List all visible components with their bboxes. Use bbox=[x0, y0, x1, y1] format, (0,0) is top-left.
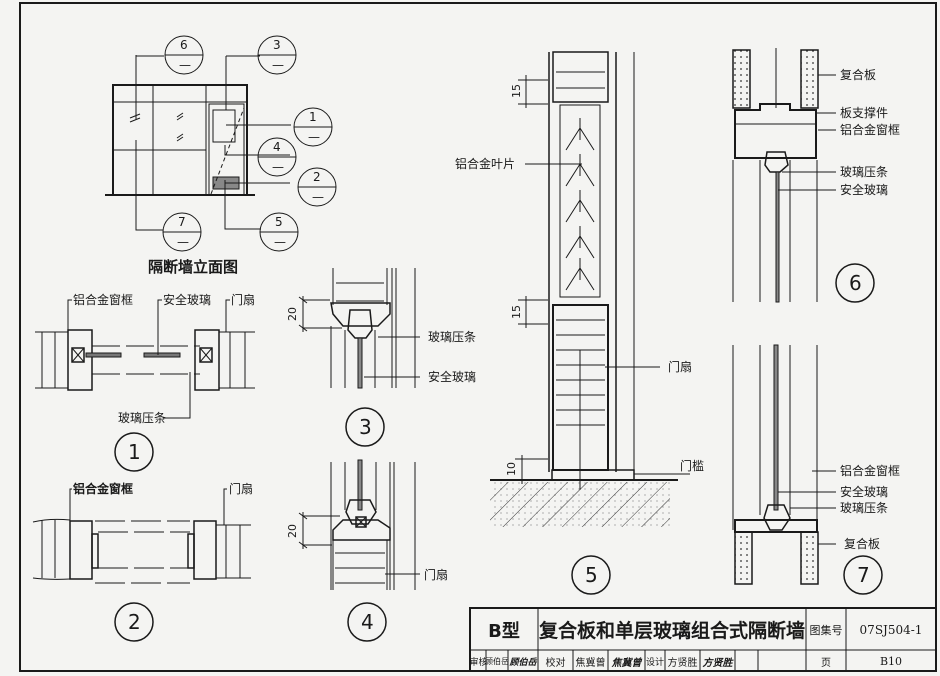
tb-title: 复合板和单层玻璃组合式隔断墙 bbox=[539, 620, 805, 642]
d5-dim-top: 15 bbox=[510, 84, 523, 98]
d5-dim-sill: 10 bbox=[505, 462, 518, 476]
d6-bead-label: 玻璃压条 bbox=[840, 165, 889, 179]
d3-bead-label: 玻璃压条 bbox=[428, 330, 477, 344]
d6-frame-label: 铝合金窗框 bbox=[840, 123, 901, 137]
d7-panel-label: 复合板 bbox=[844, 537, 881, 551]
d6-glass-label: 安全玻璃 bbox=[840, 183, 889, 197]
elevation-title: 隔断墙立面图 bbox=[148, 258, 239, 276]
callout-4-sheet: — bbox=[272, 160, 284, 174]
d6-panel-label: 复合板 bbox=[840, 68, 877, 82]
detail-1-drawing bbox=[35, 299, 255, 472]
tb-designer: 方贤胜 bbox=[667, 657, 698, 669]
tb-page-no: B10 bbox=[879, 654, 903, 668]
d6-number: 6 bbox=[849, 271, 862, 295]
detail-5-drawing bbox=[490, 51, 690, 595]
tb-atlas-no: 07SJ504-1 bbox=[859, 622, 923, 637]
d5-door-label: 门扇 bbox=[668, 360, 693, 374]
detail-4-drawing bbox=[298, 459, 420, 642]
d5-number: 5 bbox=[585, 563, 598, 587]
tb-checker: 焦冀曾 bbox=[575, 657, 606, 669]
tb-reviewer: 顾伯岳 bbox=[486, 656, 508, 666]
tb-type: B型 bbox=[488, 620, 520, 642]
sheet-border bbox=[19, 2, 937, 672]
d7-bead-label: 玻璃压条 bbox=[840, 501, 889, 515]
d1-number: 1 bbox=[128, 440, 141, 464]
d7-glass-label: 安全玻璃 bbox=[840, 485, 889, 499]
callout-7-num: 7 bbox=[178, 215, 186, 229]
d6-support-label: 板支撑件 bbox=[840, 106, 889, 120]
d2-door-label: 门扇 bbox=[229, 482, 254, 496]
callout-1-sheet: — bbox=[308, 130, 320, 144]
tb-reviewer-signature: 顾伯岳 bbox=[509, 657, 537, 668]
d5-louver-label: 铝合金叶片 bbox=[455, 157, 516, 171]
d4-door-label: 门扇 bbox=[424, 568, 449, 582]
d7-number: 7 bbox=[857, 563, 870, 587]
d2-number: 2 bbox=[128, 610, 141, 634]
tb-design-label: 设计 bbox=[645, 657, 664, 668]
detail-7-drawing bbox=[732, 344, 883, 595]
tb-checker-signature: 焦冀曾 bbox=[611, 657, 642, 669]
tb-check-label: 校对 bbox=[545, 657, 566, 669]
detail-3-drawing bbox=[298, 268, 420, 447]
d3-dim: 20 bbox=[286, 307, 299, 321]
callout-5-num: 5 bbox=[275, 215, 283, 229]
d3-number: 3 bbox=[359, 415, 372, 439]
callout-6-sheet: — bbox=[179, 58, 191, 72]
d1-frame-label: 铝合金窗框 bbox=[73, 293, 134, 307]
callout-3-num: 3 bbox=[273, 38, 281, 52]
d5-sill-label: 门槛 bbox=[680, 459, 705, 473]
callout-6-num: 6 bbox=[180, 38, 188, 52]
tb-designer-signature: 方贤胜 bbox=[702, 657, 733, 669]
title-block-frame bbox=[469, 607, 937, 672]
tb-page-label: 页 bbox=[821, 657, 831, 669]
d4-number: 4 bbox=[361, 610, 374, 634]
d5-dim-mid: 15 bbox=[510, 305, 523, 319]
detail-6-drawing bbox=[732, 48, 875, 303]
elevation-drawing bbox=[105, 55, 291, 231]
louver-blades bbox=[565, 118, 595, 291]
callout-3-sheet: — bbox=[272, 58, 284, 72]
callout-2-sheet: — bbox=[312, 190, 324, 204]
d1-door-label: 门扇 bbox=[231, 293, 256, 307]
callout-1-num: 1 bbox=[309, 110, 317, 124]
tb-review-label: 审核 bbox=[471, 657, 486, 668]
callout-5-sheet: — bbox=[274, 235, 286, 249]
callout-7-sheet: — bbox=[177, 235, 189, 249]
d3-glass-label: 安全玻璃 bbox=[428, 370, 477, 384]
d2-frame-label: 铝合金窗框 bbox=[73, 482, 134, 496]
d1-glass-label: 安全玻璃 bbox=[163, 293, 212, 307]
d1-bead-label: 玻璃压条 bbox=[118, 411, 167, 425]
d7-frame-label: 铝合金窗框 bbox=[840, 464, 901, 478]
d4-dim: 20 bbox=[286, 524, 299, 538]
tb-atlas-label: 图集号 bbox=[809, 623, 843, 637]
callout-4-num: 4 bbox=[273, 140, 281, 154]
detail-2-drawing bbox=[32, 488, 251, 642]
callout-2-num: 2 bbox=[313, 170, 321, 184]
